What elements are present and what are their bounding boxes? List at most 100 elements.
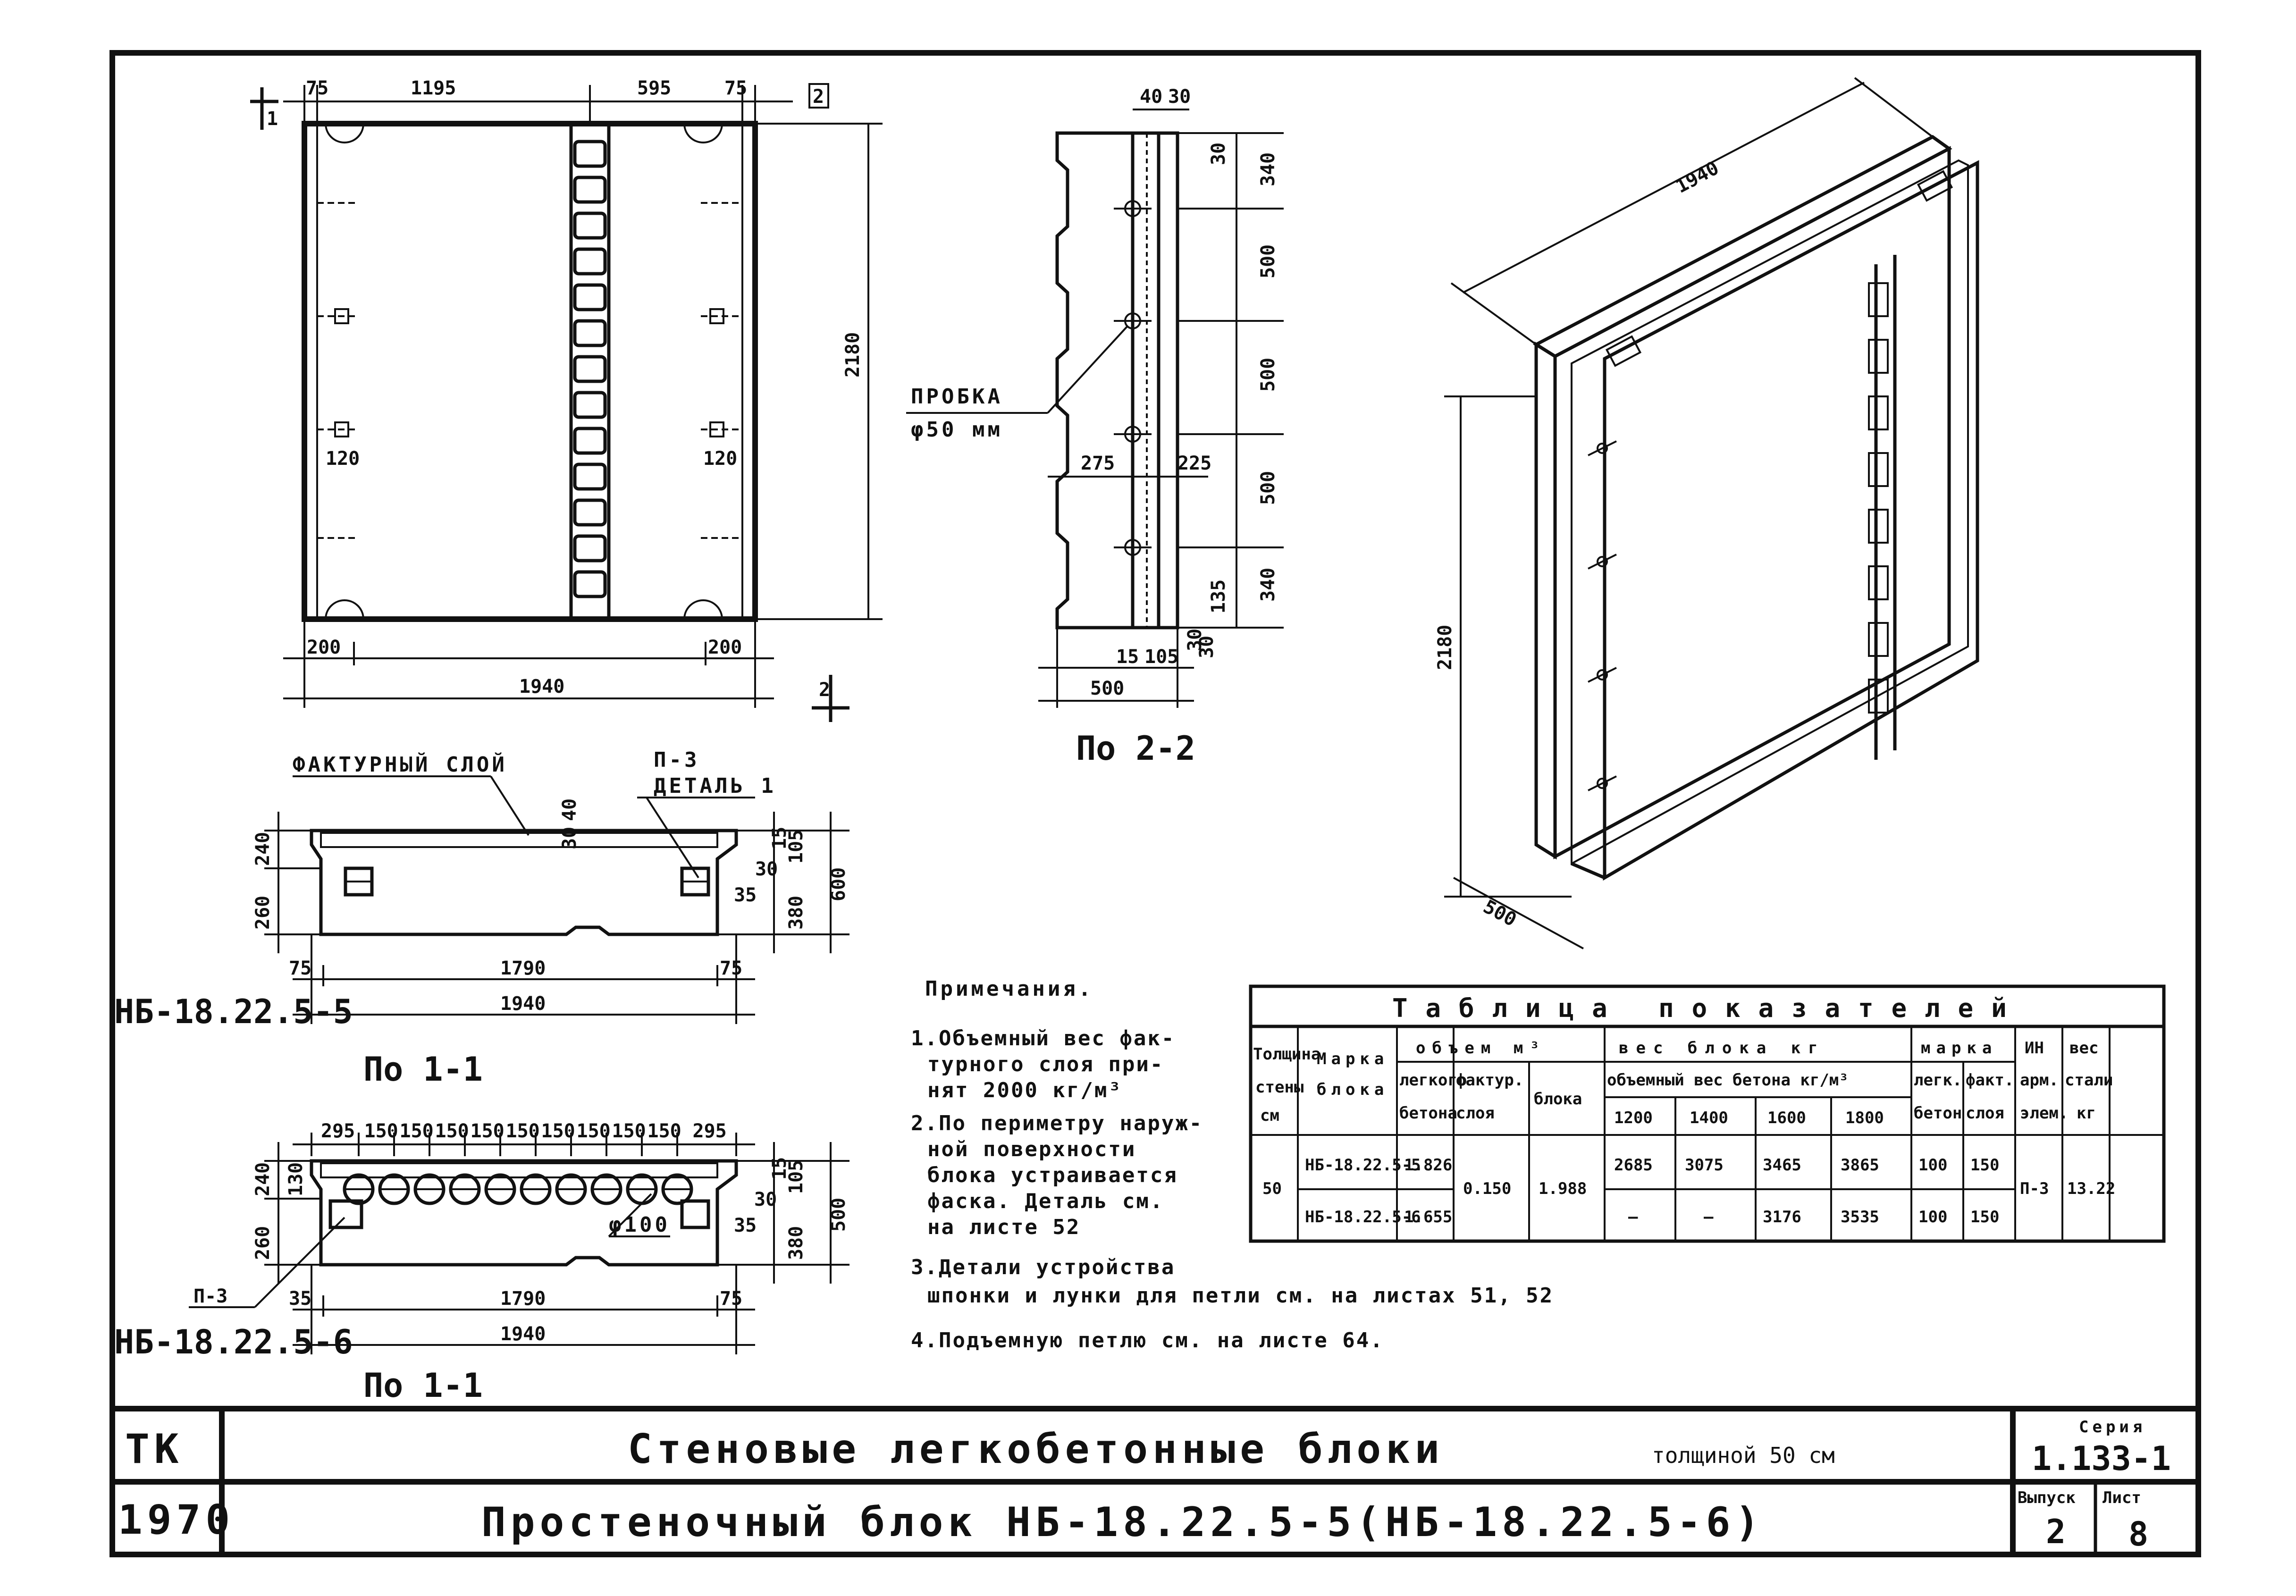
th-arm-1: ИН [2025, 1039, 2044, 1058]
axo-left-face [1534, 341, 1557, 860]
key-notch [573, 247, 607, 276]
note-1-line-2: турного слоя при- [927, 1052, 1164, 1076]
sec11b-dim-left-1: 240 [252, 1162, 274, 1196]
axo-width-dim: 500 [1480, 896, 1520, 931]
td-brand-fact: 150 [1970, 1208, 1999, 1226]
notes-title: Примечания. [925, 977, 1093, 1001]
sec11a-dim-right-2: 15 [769, 827, 791, 849]
sec11b-dim-left-2: 130 [285, 1162, 307, 1196]
plug-label: ПРОБКА [911, 385, 1003, 409]
td-mark: НБ-18.22.5-6 [1305, 1208, 1421, 1226]
series-label: Серия [2079, 1418, 2146, 1436]
th-brand-light-1: легк. [1914, 1071, 1962, 1090]
note-2-line-2: ной поверхности [927, 1137, 1136, 1161]
detail-label: ДЕТАЛЬ 1 [654, 774, 776, 798]
secb-dim-top: 150 [400, 1120, 434, 1142]
sheet-frame [109, 50, 2201, 1557]
void-holes [343, 1173, 693, 1205]
facing-layer-hatch [320, 1162, 718, 1178]
key-notch [1868, 622, 1889, 657]
th-thickness-2: стены [1255, 1078, 1304, 1097]
plug-icon [1597, 669, 1608, 680]
note-1-line-1: 1.Объемный вес фак- [911, 1026, 1175, 1050]
loop-insert-icon [328, 1199, 363, 1229]
th-steel-3: кг [2077, 1104, 2096, 1123]
th-thickness-3: см [1260, 1106, 1279, 1125]
axo-top-face [1532, 134, 1952, 359]
ref-label-p3: П-3 [654, 748, 699, 772]
key-notch [573, 462, 607, 491]
series-value: 1.133-1 [2032, 1439, 2171, 1478]
td-block-volume: 1.988 [1539, 1179, 1587, 1198]
axo-length-dim: 1940 [1672, 157, 1723, 198]
plan-keys [573, 140, 607, 598]
sec22-dim-top-1: 40 [1140, 86, 1162, 108]
year: 1970 [118, 1496, 235, 1544]
org-code: ТК [125, 1426, 184, 1473]
key-notch [573, 570, 607, 598]
note-3-line-1: 3.Детали устройства [911, 1255, 1175, 1279]
td-steel-weight: 13.22 [2067, 1179, 2115, 1198]
section-2-2-profile [1055, 131, 1135, 630]
section-1-1-a: ФАКТУРНЫЙ СЛОЙ П-3 ДЕТАЛЬ 1 40 30 240 26… [114, 748, 849, 1089]
key-notch [573, 427, 607, 455]
plug-size: φ50 мм [911, 418, 1003, 442]
key-notch [1868, 565, 1889, 600]
table-title: Таблица показателей [1392, 993, 2025, 1023]
sec11b-ref-label: П-3 [193, 1285, 227, 1307]
sec11a-dim-bottom-1: 75 [289, 958, 311, 979]
sec11a-dim-left-1: 240 [252, 832, 274, 866]
sec11a-caption: По 1-1 [363, 1050, 483, 1089]
secb-dim-top: 295 [321, 1120, 355, 1142]
title-block: ТК 1970 Стеновые легкобетонные блоки тол… [112, 1406, 2198, 1554]
note-2-line-4: фаска. Деталь см. [927, 1189, 1164, 1213]
sec22-dim-mid-2: 225 [1177, 453, 1211, 474]
td-w1600: 3465 [1763, 1156, 1801, 1175]
sheet-label: Лист [2103, 1488, 2141, 1507]
block-mark-6: НБ-18.22.5-6 [114, 1323, 353, 1361]
td-w1400: 3075 [1685, 1156, 1724, 1175]
th-density-1200: 1200 [1614, 1109, 1653, 1127]
section-2-2: 40 30 340 500 500 500 340 30 30 135 ПРОБ… [906, 86, 1284, 768]
sec11b-dim-bottom-1: 35 [289, 1288, 311, 1310]
plug-holes [1114, 200, 1152, 556]
secb-dim-top: 295 [693, 1120, 727, 1142]
sec11b-dim-right-5: 380 [785, 1226, 807, 1260]
sec11b-dim-right-2: 15 [769, 1157, 791, 1180]
sec11b-dim-bottom-4: 1940 [500, 1323, 546, 1345]
th-mark-1: Марка [1317, 1050, 1388, 1068]
section-1-1-a-profile [310, 829, 738, 936]
axo-keys [1868, 282, 1889, 714]
th-steel-1: вес [2069, 1039, 2098, 1058]
sec11b-dim-left-3: 260 [252, 1226, 274, 1260]
td-light-volume: 1.655 [1404, 1208, 1452, 1226]
sec22-dim-right-1: 340 [1257, 152, 1279, 186]
td-w1200: — [1628, 1208, 1638, 1226]
key-notch [1868, 339, 1889, 374]
plug-icon [1597, 443, 1608, 454]
sec22-dim-small-1: 30 [1208, 143, 1229, 165]
key-notch [573, 498, 607, 527]
secb-dim-top: 150 [471, 1120, 505, 1142]
td-mark: НБ-18.22.5-5 [1305, 1156, 1421, 1175]
sec22-dim-right-4: 500 [1257, 471, 1279, 505]
sec11a-dim-right-6: 600 [828, 867, 849, 901]
note-2-line-3: блока устраивается [927, 1163, 1178, 1187]
plan-dim-top-2: 1195 [411, 77, 456, 99]
plug-icon [1597, 556, 1608, 567]
facing-layer-hatch [320, 832, 718, 848]
note-1-line-3: нят 2000 кг/м³ [927, 1078, 1122, 1102]
th-steel-2: стали [2065, 1071, 2113, 1090]
note-2-line-1: 2.По периметру наруж- [911, 1111, 1203, 1135]
th-vol-light-2: бетона [1399, 1104, 1457, 1123]
sec11a-dim-right-4: 35 [734, 884, 757, 906]
td-brand-fact: 150 [1970, 1156, 1999, 1175]
section-1-1-b-profile [310, 1159, 738, 1267]
sheet-value: 8 [2128, 1515, 2148, 1554]
td-fact-volume: 0.150 [1463, 1179, 1511, 1198]
sec11a-dim-bottom-2: 1790 [500, 958, 546, 979]
plug-icon [1597, 778, 1608, 789]
th-arm-2: арм. [2020, 1071, 2059, 1090]
